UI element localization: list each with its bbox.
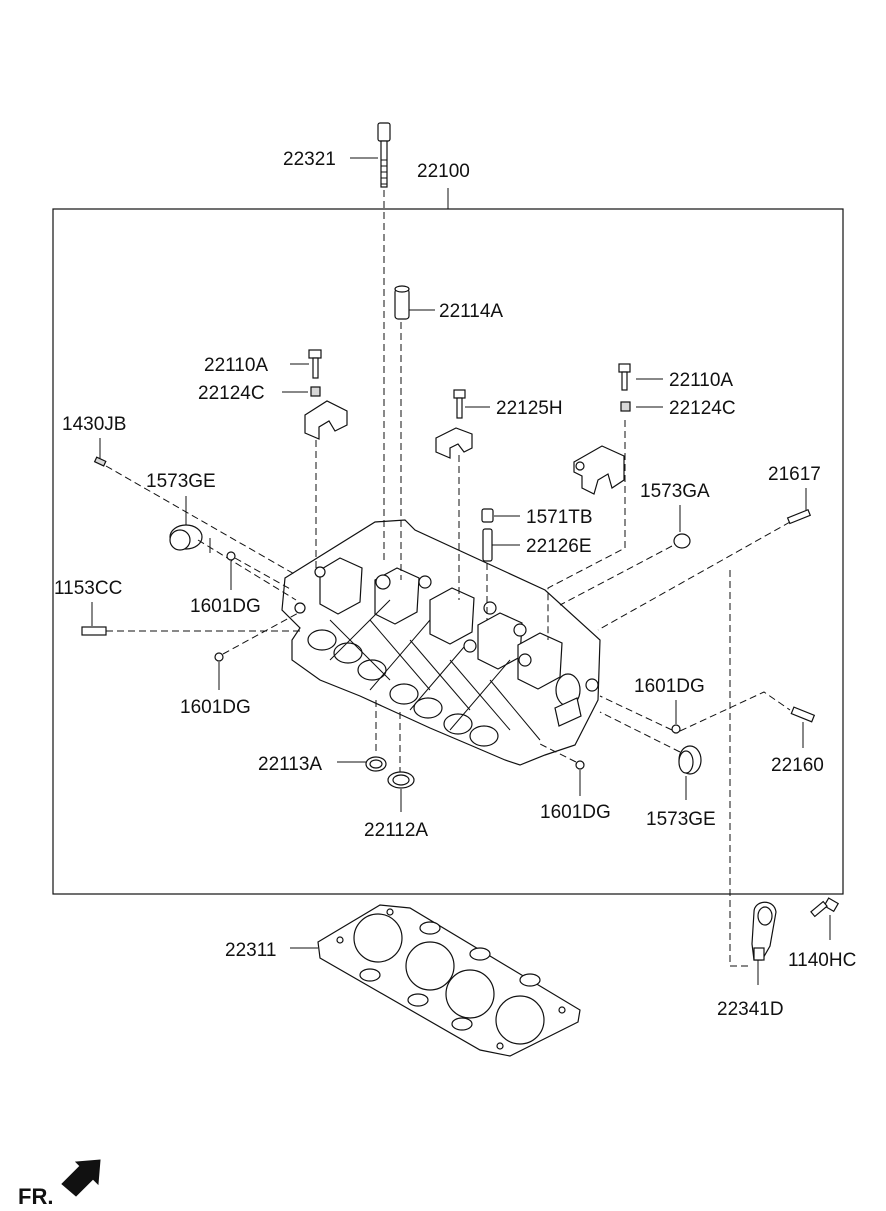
label-22112A: 22112A — [364, 820, 428, 841]
label-22113A: 22113A — [258, 754, 322, 775]
cam-cap-left — [304, 400, 348, 440]
label-22114A: 22114A — [439, 301, 503, 322]
cam-cap-center — [435, 427, 473, 459]
dowel-22124C-right — [620, 401, 631, 412]
label-22110A-right: 22110A — [669, 370, 733, 391]
front-label: FR. — [18, 1184, 53, 1209]
label-22124C-left: 22124C — [198, 383, 265, 404]
label-1573GA: 1573GA — [640, 481, 710, 502]
seal-cap-1573GE-top — [169, 524, 203, 551]
label-22311: 22311 — [225, 940, 276, 961]
bracket-22341D — [751, 901, 777, 961]
stud-21617 — [786, 508, 812, 525]
label-22100: 22100 — [417, 161, 470, 182]
bolt-1140HC — [810, 897, 840, 918]
label-1601DG-a: 1601DG — [190, 596, 261, 617]
seal-cap-1573GE-bottom — [678, 745, 702, 775]
label-1601DG-b: 1601DG — [180, 697, 251, 718]
bolt-22125H — [453, 389, 466, 419]
stud-1153CC — [81, 626, 107, 636]
valve-guide-22114A — [394, 285, 410, 320]
front-direction-arrow-icon — [61, 1159, 101, 1197]
label-21617: 21617 — [768, 464, 821, 485]
label-22160: 22160 — [771, 755, 824, 776]
plug-1601DG-b — [214, 652, 224, 662]
label-1601DG-c: 1601DG — [634, 676, 705, 697]
cam-cap-bolt-22110A-left — [308, 349, 322, 379]
plug-1571TB — [481, 508, 494, 523]
label-1430JB: 1430JB — [62, 414, 126, 435]
label-1573GE-bottom: 1573GE — [646, 809, 716, 830]
label-22110A-left: 22110A — [204, 355, 268, 376]
label-1601DG-d: 1601DG — [540, 802, 611, 823]
dowel-pin-22126E — [482, 528, 493, 562]
cam-cap-bolt-22110A-right — [618, 363, 631, 391]
label-22124C-right: 22124C — [669, 398, 736, 419]
plug-1430JB — [93, 456, 107, 467]
cylinder-head — [281, 519, 601, 766]
label-22321: 22321 — [283, 149, 336, 170]
seal-22112A — [387, 771, 415, 789]
label-1573GE-top: 1573GE — [146, 471, 216, 492]
label-1140HC: 1140HC — [788, 950, 856, 971]
head-gasket-22311 — [317, 904, 581, 1057]
seal-cap-1573GA — [673, 533, 691, 549]
label-22341D: 22341D — [717, 999, 784, 1020]
stud-22160 — [790, 706, 816, 723]
label-22125H: 22125H — [496, 398, 563, 419]
plug-1601DG-a — [226, 551, 236, 561]
seal-22113A — [365, 756, 387, 772]
label-22126E: 22126E — [526, 536, 592, 557]
plug-1601DG-c — [671, 724, 681, 734]
dowel-22124C-left — [310, 386, 321, 397]
head-bolt-22321 — [377, 122, 391, 188]
label-1153CC: 1153CC — [54, 578, 122, 599]
cam-cap-right — [573, 445, 625, 495]
label-1571TB: 1571TB — [526, 507, 593, 528]
plug-1601DG-d — [575, 760, 585, 770]
